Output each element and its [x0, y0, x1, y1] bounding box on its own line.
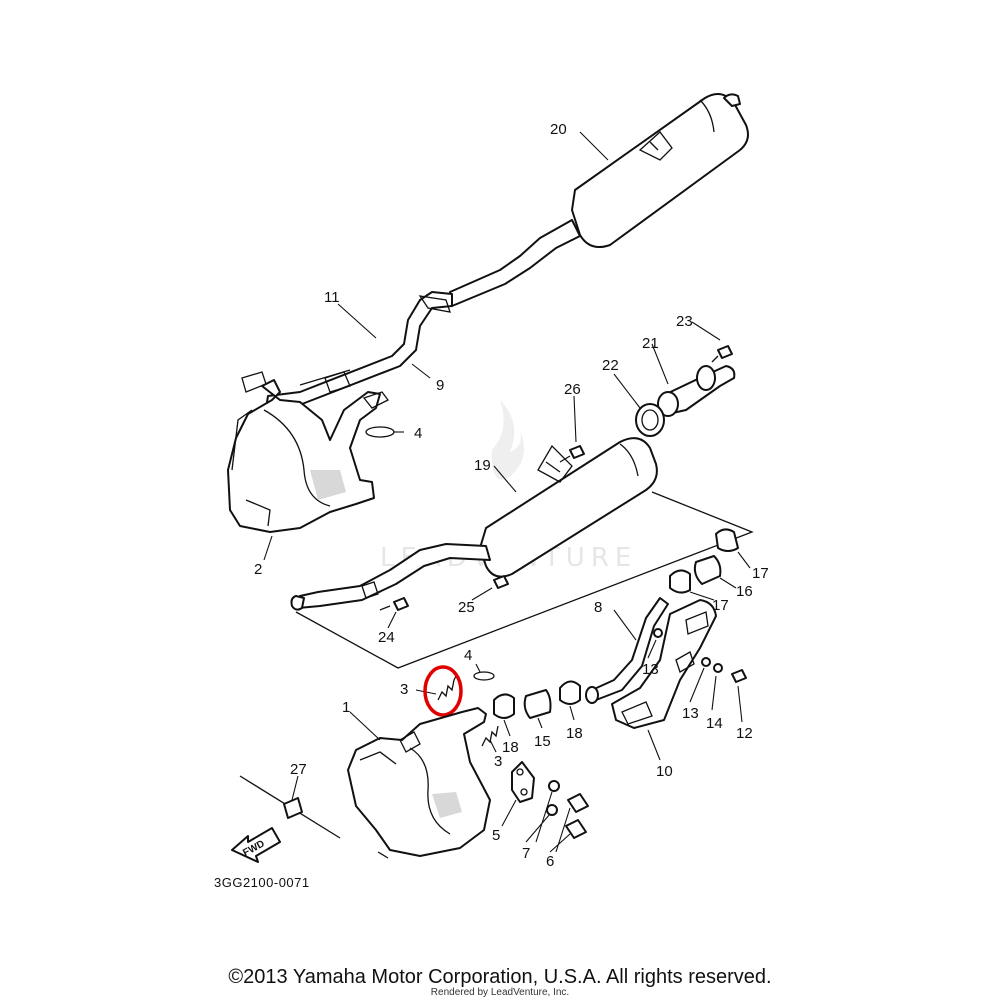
- callout-24: 24: [378, 629, 395, 646]
- gasket-part-4-upper[interactable]: [365, 426, 395, 438]
- callout-13-a: 13: [642, 661, 659, 678]
- gasket-part-4-lower[interactable]: [473, 671, 495, 681]
- gasket-part-22[interactable]: [635, 403, 665, 437]
- highlight-circle: [423, 665, 463, 717]
- exhaust-pipe-part-8[interactable]: [585, 597, 669, 704]
- fwd-arrow-icon: FWD: [231, 827, 281, 863]
- expansion-chamber-part-1[interactable]: [347, 707, 491, 859]
- callout-25: 25: [458, 599, 475, 616]
- bolt-part-23[interactable]: [711, 345, 733, 363]
- callout-20: 20: [550, 121, 567, 138]
- callout-5: 5: [492, 827, 500, 844]
- washer-part-7[interactable]: [546, 780, 560, 816]
- copyright-notice: ©2013 Yamaha Motor Corporation, U.S.A. A…: [228, 966, 772, 988]
- clamp-part-18-left[interactable]: [493, 693, 515, 719]
- washer-part-14[interactable]: [713, 663, 723, 673]
- heat-protector-part-10[interactable]: [611, 599, 717, 729]
- callout-19: 19: [474, 457, 491, 474]
- callout-8: 8: [594, 599, 602, 616]
- callout-3-lower: 3: [494, 753, 502, 770]
- bolt-part-25[interactable]: [493, 575, 509, 589]
- callout-13-b: 13: [682, 705, 699, 722]
- grommet-part-13-a[interactable]: [653, 628, 663, 638]
- callout-9: 9: [436, 377, 444, 394]
- joint-part-16[interactable]: [693, 555, 722, 585]
- spring-part-3-lower[interactable]: [481, 725, 499, 747]
- callout-14: 14: [706, 715, 723, 732]
- callout-18-right: 18: [566, 725, 583, 742]
- spring-part-3-highlighted[interactable]: [415, 675, 457, 701]
- callout-4-upper: 4: [414, 425, 422, 442]
- diagram-code: 3GG2100-0071: [214, 875, 310, 890]
- clamp-part-17-lower[interactable]: [669, 569, 691, 594]
- callout-23: 23: [676, 313, 693, 330]
- leader-lines: [263, 131, 751, 853]
- end-cap-part-21[interactable]: [657, 365, 736, 417]
- joint-part-15[interactable]: [523, 689, 552, 719]
- bolt-part-26[interactable]: [559, 445, 585, 463]
- callout-11: 11: [324, 289, 340, 306]
- grommet-part-13-b[interactable]: [701, 657, 711, 667]
- callout-15: 15: [534, 733, 551, 750]
- silencer-part-19[interactable]: [290, 437, 658, 611]
- callout-6: 6: [546, 853, 554, 870]
- callouts: 20 11 9 4 2 23 21 22 26 19 25 24 17 16 1…: [214, 121, 769, 890]
- bolt-part-6[interactable]: [565, 793, 589, 839]
- callout-3-highlighted: 3: [400, 681, 408, 698]
- rod-part-27[interactable]: [239, 775, 341, 839]
- bolt-part-24[interactable]: [379, 597, 409, 611]
- muffler-part-20[interactable]: [449, 93, 749, 307]
- callout-27: 27: [290, 761, 307, 778]
- callout-16: 16: [736, 583, 753, 600]
- bracket-part-5[interactable]: [511, 761, 535, 803]
- callout-4-lower: 4: [464, 647, 472, 664]
- assembly-box: [295, 491, 754, 669]
- callout-1: 1: [342, 699, 350, 716]
- callout-17-upper: 17: [752, 565, 769, 582]
- expansion-chamber-part-2[interactable]: [227, 371, 389, 533]
- callout-2: 2: [254, 561, 262, 578]
- clamp-part-17-upper[interactable]: [715, 528, 739, 552]
- callout-10: 10: [656, 763, 673, 780]
- callout-12: 12: [736, 725, 753, 742]
- callout-18-left: 18: [502, 739, 519, 756]
- callout-17-lower: 17: [712, 597, 729, 614]
- exhaust-pipe-part-11[interactable]: [265, 291, 453, 409]
- clamp-part-18-right[interactable]: [559, 680, 581, 705]
- callout-22: 22: [602, 357, 619, 374]
- rendered-by-notice: Rendered by LeadVenture, Inc.: [430, 987, 570, 998]
- bolt-part-12[interactable]: [731, 669, 747, 683]
- callout-21: 21: [642, 335, 659, 352]
- callout-7: 7: [522, 845, 530, 862]
- callout-26: 26: [564, 381, 581, 398]
